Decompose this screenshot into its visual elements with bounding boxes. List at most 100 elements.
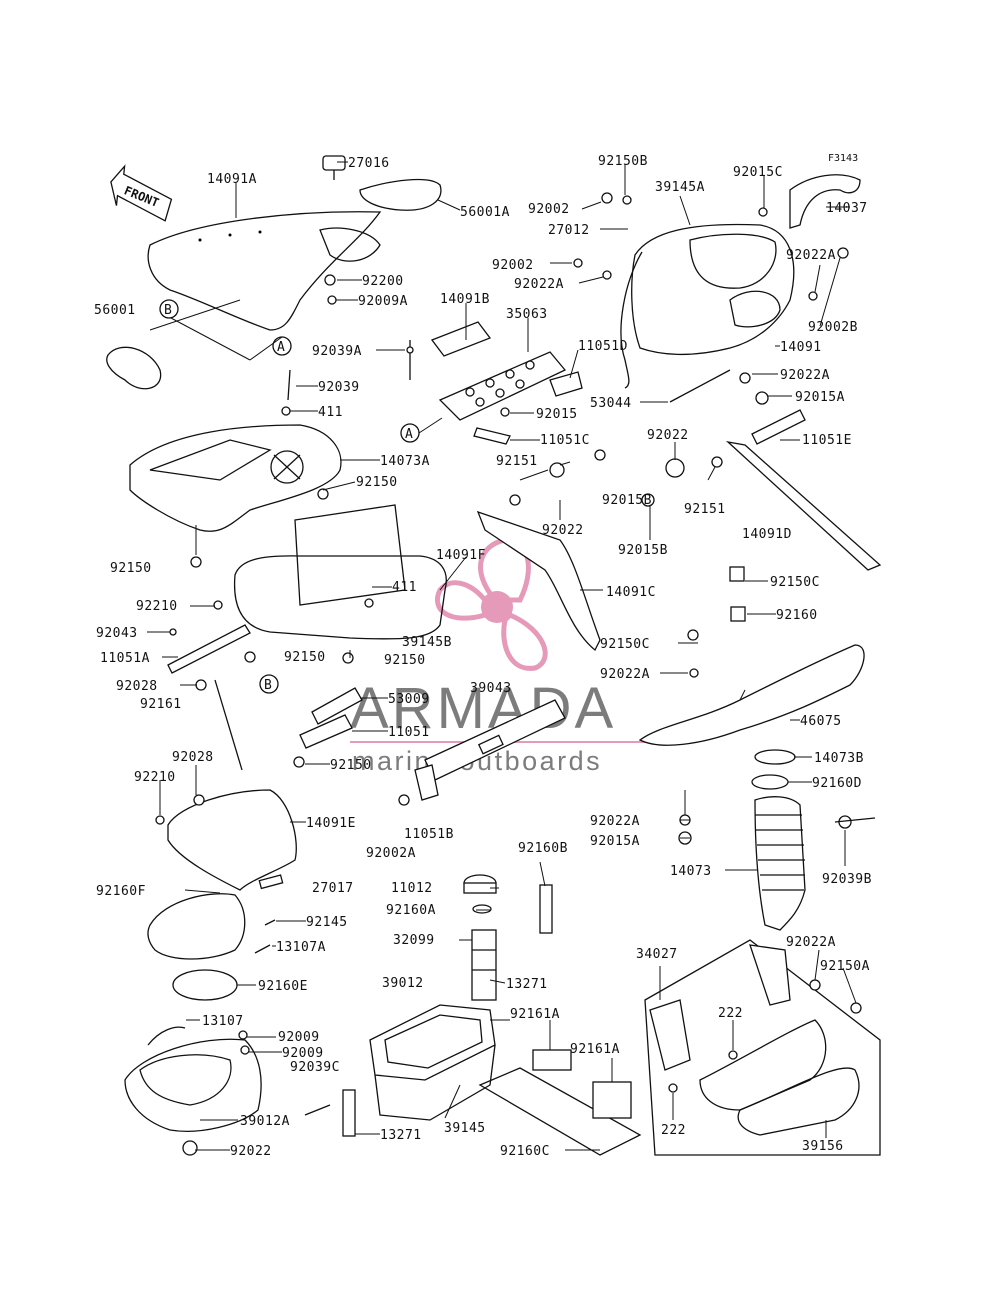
gas-strut-left (214, 679, 243, 771)
part-number-label: 11051 (388, 725, 430, 740)
part-number-labels: 14091A2701656001A9220092009A5600192039A1… (94, 153, 872, 1159)
mirror-right (359, 178, 442, 211)
fastener-bolts (147, 192, 876, 1156)
part-number-label: 14091C (606, 585, 656, 600)
part-number-label: 92009A (358, 294, 408, 309)
knob-27016 (322, 155, 346, 180)
plate-11051 (299, 714, 353, 749)
part-number-label: 14073 (670, 864, 712, 879)
pad-sheets-92160C-92161A (342, 884, 642, 1156)
gasket-92160F (147, 893, 246, 960)
part-number-label: 92151 (684, 502, 726, 517)
part-number-label: 92161 (140, 697, 182, 712)
part-number-label: 411 (318, 405, 343, 420)
part-number-label: 39156 (802, 1139, 844, 1154)
part-number-label: 14091A (207, 172, 257, 187)
part-number-label: 92150 (284, 650, 326, 665)
part-number-label: 92150 (110, 561, 152, 576)
part-number-label: 92160C (500, 1144, 550, 1159)
clip-11051C (473, 427, 511, 445)
side-cover-14091C (476, 510, 601, 652)
part-number-label: F3143 (828, 153, 858, 164)
part-number-label: 92015C (733, 165, 783, 180)
part-number-label: 92210 (134, 770, 176, 785)
callout-b: B (264, 678, 272, 693)
ski-rack-39156 (644, 939, 881, 1156)
part-number-label: 39145 (444, 1121, 486, 1136)
part-number-label: 92160D (812, 776, 862, 791)
part-number-label: 92039C (290, 1060, 340, 1075)
part-number-label: 222 (718, 1006, 743, 1021)
part-number-label: 92039B (822, 872, 872, 887)
rod-53044 (669, 369, 731, 403)
part-number-label: 14073A (380, 454, 430, 469)
part-number-label: 92002A (366, 846, 416, 861)
part-number-label: 39012 (382, 976, 424, 991)
part-number-label: 56001A (460, 205, 510, 220)
part-number-label: 92200 (362, 274, 404, 289)
bumper-46075 (638, 644, 865, 746)
part-number-label: 92015 (536, 407, 578, 422)
part-number-label: 92015B (618, 543, 668, 558)
part-number-label: 92022A (780, 368, 830, 383)
part-number-label: 35063 (506, 307, 548, 322)
cap-11012-32099 (463, 874, 497, 1001)
part-number-label: 27012 (548, 223, 590, 238)
part-number-label: 92150 (356, 475, 398, 490)
part-number-label: 92151 (496, 454, 538, 469)
front-direction-arrow: FRONT (110, 164, 173, 222)
gasket-92160E (172, 969, 238, 1001)
part-number-label: 92160E (258, 979, 308, 994)
leader-lines (147, 161, 857, 1151)
part-number-label: 11012 (391, 881, 433, 896)
part-number-label: 11051C (540, 433, 590, 448)
part-number-label: 92022 (542, 523, 584, 538)
storage-box-39012 (369, 1004, 496, 1121)
part-number-label: 92150C (600, 637, 650, 652)
latch-53009 (311, 687, 363, 725)
callout-markers: B A A B (159, 299, 420, 694)
rear-lid-14091E (167, 789, 297, 891)
part-number-label: 14091E (306, 816, 356, 831)
part-number-label: 92150A (820, 959, 870, 974)
part-number-label: 14091D (742, 527, 792, 542)
part-number-label: 13107 (202, 1014, 244, 1029)
part-number-label: 92150 (330, 758, 372, 773)
part-number-label: 39012A (240, 1114, 290, 1129)
part-number-label: 13271 (506, 977, 548, 992)
part-number-label: 92160F (96, 884, 146, 899)
part-number-label: 92150C (770, 575, 820, 590)
part-number-label: 14073B (814, 751, 864, 766)
part-number-label: 27017 (312, 881, 354, 896)
part-number-label: 92015B (602, 493, 652, 508)
part-number-label: 27016 (348, 156, 390, 171)
part-number-label: 92022A (786, 935, 836, 950)
part-number-label: 92002 (492, 258, 534, 273)
part-number-label: 32099 (393, 933, 435, 948)
part-number-label: 39145A (655, 180, 705, 195)
upper-deck-cover (147, 211, 382, 331)
part-number-label: 92161A (570, 1042, 620, 1057)
callout-b: B (164, 303, 172, 318)
part-number-label: 14091B (440, 292, 490, 307)
perforated-plate-35063 (438, 351, 567, 421)
clamp-11051B (414, 764, 439, 801)
part-number-label: 34027 (636, 947, 678, 962)
part-number-label: 92160A (386, 903, 436, 918)
part-number-label: 92022A (786, 248, 836, 263)
watermark-brand: ARMADA (350, 676, 616, 741)
part-number-label: 222 (661, 1123, 686, 1138)
handle-pole-14091 (620, 223, 795, 389)
long-cover-14091D (725, 440, 882, 571)
part-number-label: 92015A (795, 390, 845, 405)
part-number-label: 92015A (590, 834, 640, 849)
part-number-label: 92022A (600, 667, 650, 682)
part-number-label: 39043 (470, 681, 512, 696)
part-number-label: 53044 (590, 396, 632, 411)
part-number-label: 92210 (136, 599, 178, 614)
part-number-label: 39145B (402, 635, 452, 650)
part-number-label: 11051E (802, 433, 852, 448)
part-number-label: 56001 (94, 303, 136, 318)
